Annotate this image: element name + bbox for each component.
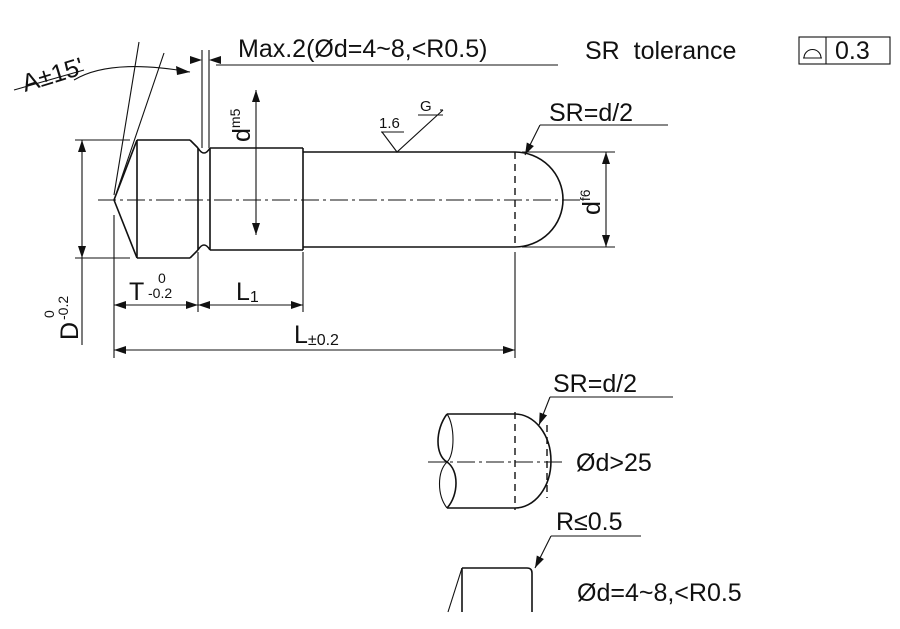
detail-large-condition: Ød>25 (576, 449, 652, 477)
head-D-tol-lower: -0.2 (55, 296, 71, 320)
tip-sr-label: SR=d/2 (549, 99, 633, 127)
tolerance-value: 0.3 (835, 37, 870, 65)
shank-length-dimension: L1 (198, 252, 304, 312)
svg-text:df6: df6 (577, 189, 606, 215)
shank-tolerance-class: m5 (227, 108, 243, 128)
detail-small-r-label: R≤0.5 (556, 508, 623, 536)
angle-label: A±15' (19, 53, 87, 98)
shank-d-symbol: d (228, 128, 256, 142)
head-thickness-dimension: T 0 -0.2 (113, 215, 199, 358)
max-chamfer-note: Max.2(Ød=4~8,<R0.5) (238, 35, 487, 63)
head-T-tol-upper: 0 (158, 270, 166, 286)
overall-length-dimension: L±0.2 (114, 252, 516, 358)
L-tolerance: ±0.2 (308, 332, 339, 349)
profile-tolerance-frame: 0.3 (798, 36, 891, 65)
svg-text:dm5: dm5 (227, 108, 256, 142)
L-symbol: L (294, 321, 308, 349)
surface-finish-symbol: 1.6 G (379, 98, 444, 153)
sr-tolerance-label: SR tolerance (585, 37, 736, 65)
head-diameter-dimension: D 0 -0.2 (41, 139, 130, 345)
detail-small-condition: Ød=4~8,<R0.5 (577, 579, 742, 607)
detail-large-sr-label: SR=d/2 (553, 370, 637, 398)
svg-text:L1: L1 (236, 278, 259, 306)
tip-tolerance-class: f6 (577, 189, 593, 201)
roughness-grade: G (420, 98, 432, 115)
tip-d-symbol: d (578, 201, 606, 215)
detail-large-diameter: SR=d/2 Ød>25 (428, 370, 673, 510)
shank-diameter-dimension: dm5 (227, 90, 260, 235)
tip-diameter-dimension: df6 (522, 151, 615, 248)
head-T-tol-lower: -0.2 (148, 285, 172, 301)
L1-symbol: L (236, 278, 250, 306)
roughness-value: 1.6 (379, 115, 400, 132)
head-D-tol-upper: 0 (41, 310, 57, 318)
L1-subscript: 1 (250, 289, 259, 306)
svg-text:L±0.2: L±0.2 (294, 321, 339, 349)
pin-main-view (98, 139, 582, 259)
angle-dimension: A±15' (13, 41, 191, 201)
surface-profile-icon (803, 49, 822, 59)
head-D-symbol: D (56, 322, 84, 340)
tip-radius-callout: SR=d/2 (524, 99, 668, 156)
detail-small-diameter: R≤0.5 Ød=4~8,<R0.5 (447, 508, 742, 613)
head-T-symbol: T (129, 278, 144, 306)
